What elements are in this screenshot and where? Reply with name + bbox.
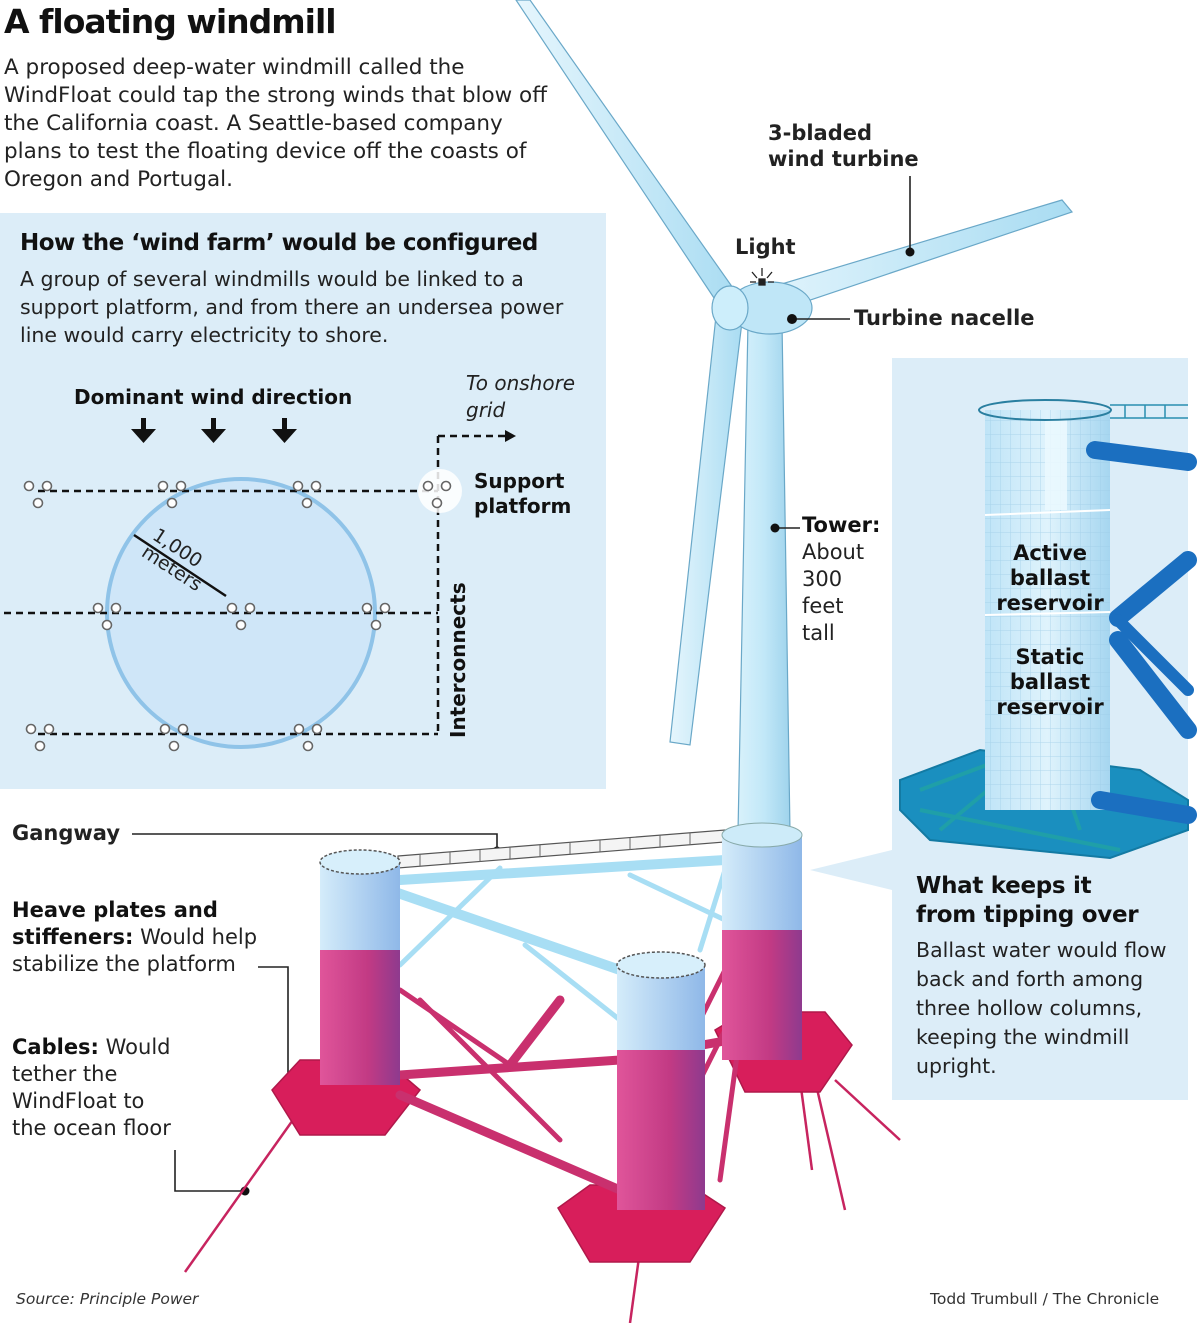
tower-line: 300	[802, 567, 843, 591]
active-ballast-line: Active	[1013, 541, 1087, 565]
active-ballast-line: reservoir	[996, 591, 1104, 615]
windmill-node-icons	[23, 480, 452, 752]
wind-farm-description: A group of several windmills would be li…	[20, 267, 564, 347]
intro-text: A proposed deep-water windmill called th…	[4, 55, 548, 192]
heave-plates-label: Heave plates and stiffeners: Would help …	[12, 897, 292, 978]
gangway-label: Gangway	[12, 821, 121, 845]
wind-farm-title: How the ‘wind farm’ would be configured	[20, 230, 538, 256]
author-credit: Todd Trumbull / The Chronicle	[930, 1290, 1160, 1308]
support-label-line: Support	[474, 469, 565, 493]
static-ballast-line: reservoir	[996, 695, 1104, 719]
wind-arrow-icons	[131, 418, 297, 443]
column-front	[616, 951, 706, 1210]
page-title: A floating windmill	[4, 2, 337, 41]
static-ballast-line: ballast	[1009, 670, 1091, 694]
cables-label-text: WindFloat to	[12, 1089, 145, 1113]
static-ballast-label: Static ballast reservoir	[980, 645, 1120, 720]
heave-label-bold: Heave plates and	[12, 898, 218, 922]
tower-line: About	[802, 540, 865, 564]
column-right	[721, 822, 803, 1060]
onshore-grid-label: To onshore grid	[466, 370, 575, 424]
onshore-arrow-icon	[505, 430, 516, 442]
active-ballast-line: ballast	[1009, 566, 1091, 590]
blades-label-line: 3-bladed	[768, 121, 873, 145]
tower-label: Tower: About 300 feet tall	[802, 512, 880, 647]
static-ballast-line: Static	[1015, 645, 1085, 669]
ballast-pointer	[810, 850, 892, 890]
interconnects-label: Interconnects	[446, 582, 470, 738]
support-label-line: platform	[474, 494, 572, 518]
ballast-heading-line: from tipping over	[916, 902, 1139, 928]
onshore-label-line: To onshore	[466, 371, 576, 395]
heave-label-text: stabilize the platform	[12, 952, 236, 976]
blades-label-line: wind turbine	[768, 147, 919, 171]
support-platform-label: Support platform	[474, 469, 571, 519]
leader-lines	[132, 176, 911, 1192]
cables-label-text: the ocean floor	[12, 1116, 171, 1140]
tower-line: feet	[802, 594, 844, 618]
cables-label-bold: Cables:	[12, 1035, 99, 1059]
ballast-heading: What keeps it from tipping over	[916, 872, 1139, 930]
cables-label-text: Would	[98, 1035, 171, 1059]
blades-label: 3-bladed wind turbine	[768, 120, 919, 172]
ballast-column-cutaway	[899, 399, 1197, 860]
floating-platform	[183, 822, 901, 1323]
light-icon	[750, 268, 774, 286]
wind-farm-diagram	[4, 418, 516, 752]
source-credit: Source: Principle Power	[16, 1290, 199, 1308]
heave-label-bold: stiffeners:	[12, 925, 134, 949]
radius-line	[133, 533, 227, 598]
tower-line: tall	[802, 621, 835, 645]
tower-title: Tower:	[802, 513, 881, 537]
heave-label-text: Would help	[133, 925, 258, 949]
wind-direction-label: Dominant wind direction	[74, 385, 353, 409]
cables-label: Cables: Would tether the WindFloat to th…	[12, 1034, 212, 1142]
wind-turbine	[515, 0, 1074, 833]
ballast-heading-line: What keeps it	[916, 873, 1092, 899]
nacelle-label: Turbine nacelle	[854, 306, 1035, 330]
onshore-label-line: grid	[466, 398, 506, 422]
cables-label-text: tether the	[12, 1062, 118, 1086]
ballast-description: Ballast water would flow back and forth …	[916, 938, 1167, 1078]
active-ballast-label: Active ballast reservoir	[980, 541, 1120, 616]
column-left	[319, 849, 401, 1085]
light-label: Light	[735, 235, 796, 259]
